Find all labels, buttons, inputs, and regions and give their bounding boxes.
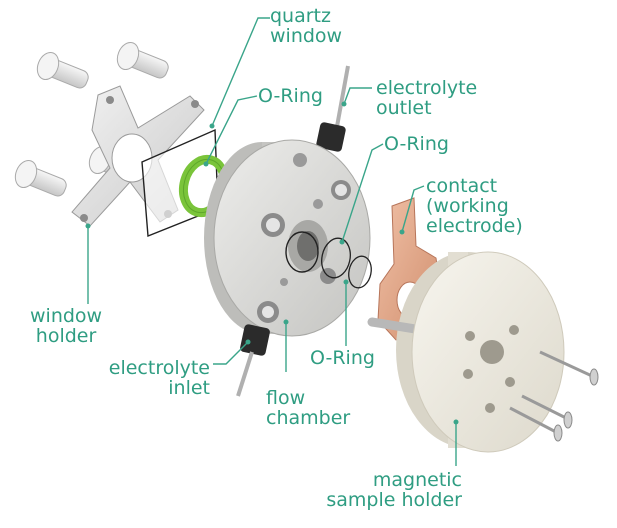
label-magnetic-sample-holder-line2: sample holder bbox=[306, 490, 462, 510]
flow-chamber bbox=[204, 140, 370, 336]
label-electrolyte-outlet-line2: outlet bbox=[376, 98, 477, 118]
label-electrolyte-inlet-line1: electrolyte bbox=[92, 358, 210, 378]
label-contact-line1: contact bbox=[426, 176, 523, 196]
label-oring-mid: O-Ring bbox=[384, 134, 449, 154]
leader-dot-window-holder bbox=[86, 224, 91, 229]
label-contact-line2: (working bbox=[426, 196, 523, 216]
label-flow-chamber-line1: flow bbox=[266, 388, 350, 408]
leader-quartz-window bbox=[212, 18, 270, 126]
label-electrolyte-outlet-line1: electrolyte bbox=[376, 78, 477, 98]
leader-dot-flow-chamber bbox=[284, 320, 289, 325]
electrolyte-outlet-tube bbox=[316, 66, 348, 152]
label-quartz-window-line2: window bbox=[270, 26, 342, 46]
label-window-holder-line1: window bbox=[30, 306, 102, 326]
label-contact: contact (working electrode) bbox=[426, 176, 523, 236]
label-quartz-window: quartz window bbox=[270, 6, 342, 46]
leader-dot-electrolyte-outlet bbox=[342, 102, 347, 107]
leader-dot-electrolyte-inlet bbox=[246, 340, 251, 345]
label-electrolyte-inlet-line2: inlet bbox=[92, 378, 210, 398]
leader-electrolyte-outlet bbox=[344, 88, 372, 104]
leader-dot-oring-mid bbox=[340, 240, 345, 245]
label-electrolyte-inlet: electrolyte inlet bbox=[92, 358, 210, 398]
label-oring-bottom-text: O-Ring bbox=[310, 348, 375, 368]
label-oring-top-text: O-Ring bbox=[258, 86, 323, 106]
leader-dot-magnetic-sample-holder bbox=[454, 420, 459, 425]
label-flow-chamber: flow chamber bbox=[266, 388, 350, 428]
label-magnetic-sample-holder: magnetic sample holder bbox=[306, 470, 462, 510]
label-contact-line3: electrode) bbox=[426, 216, 523, 236]
label-oring-top: O-Ring bbox=[258, 86, 323, 106]
label-oring-bottom: O-Ring bbox=[310, 348, 375, 368]
leader-dot-oring-bottom bbox=[344, 280, 349, 285]
label-electrolyte-outlet: electrolyte outlet bbox=[376, 78, 477, 118]
label-window-holder: window holder bbox=[30, 306, 102, 346]
label-flow-chamber-line2: chamber bbox=[266, 408, 350, 428]
screw-bottom-left bbox=[11, 157, 70, 202]
leader-dot-oring-top bbox=[204, 162, 209, 167]
label-magnetic-sample-holder-line1: magnetic bbox=[306, 470, 462, 490]
label-window-holder-line2: holder bbox=[30, 326, 102, 346]
screw-top-left bbox=[33, 49, 92, 94]
label-oring-mid-text: O-Ring bbox=[384, 134, 449, 154]
screw-top-right bbox=[113, 39, 172, 84]
leader-dot-contact bbox=[400, 230, 405, 235]
label-quartz-window-line1: quartz bbox=[270, 6, 342, 26]
electrolyte-inlet-tube bbox=[238, 324, 271, 396]
leader-dot-quartz-window bbox=[210, 124, 215, 129]
